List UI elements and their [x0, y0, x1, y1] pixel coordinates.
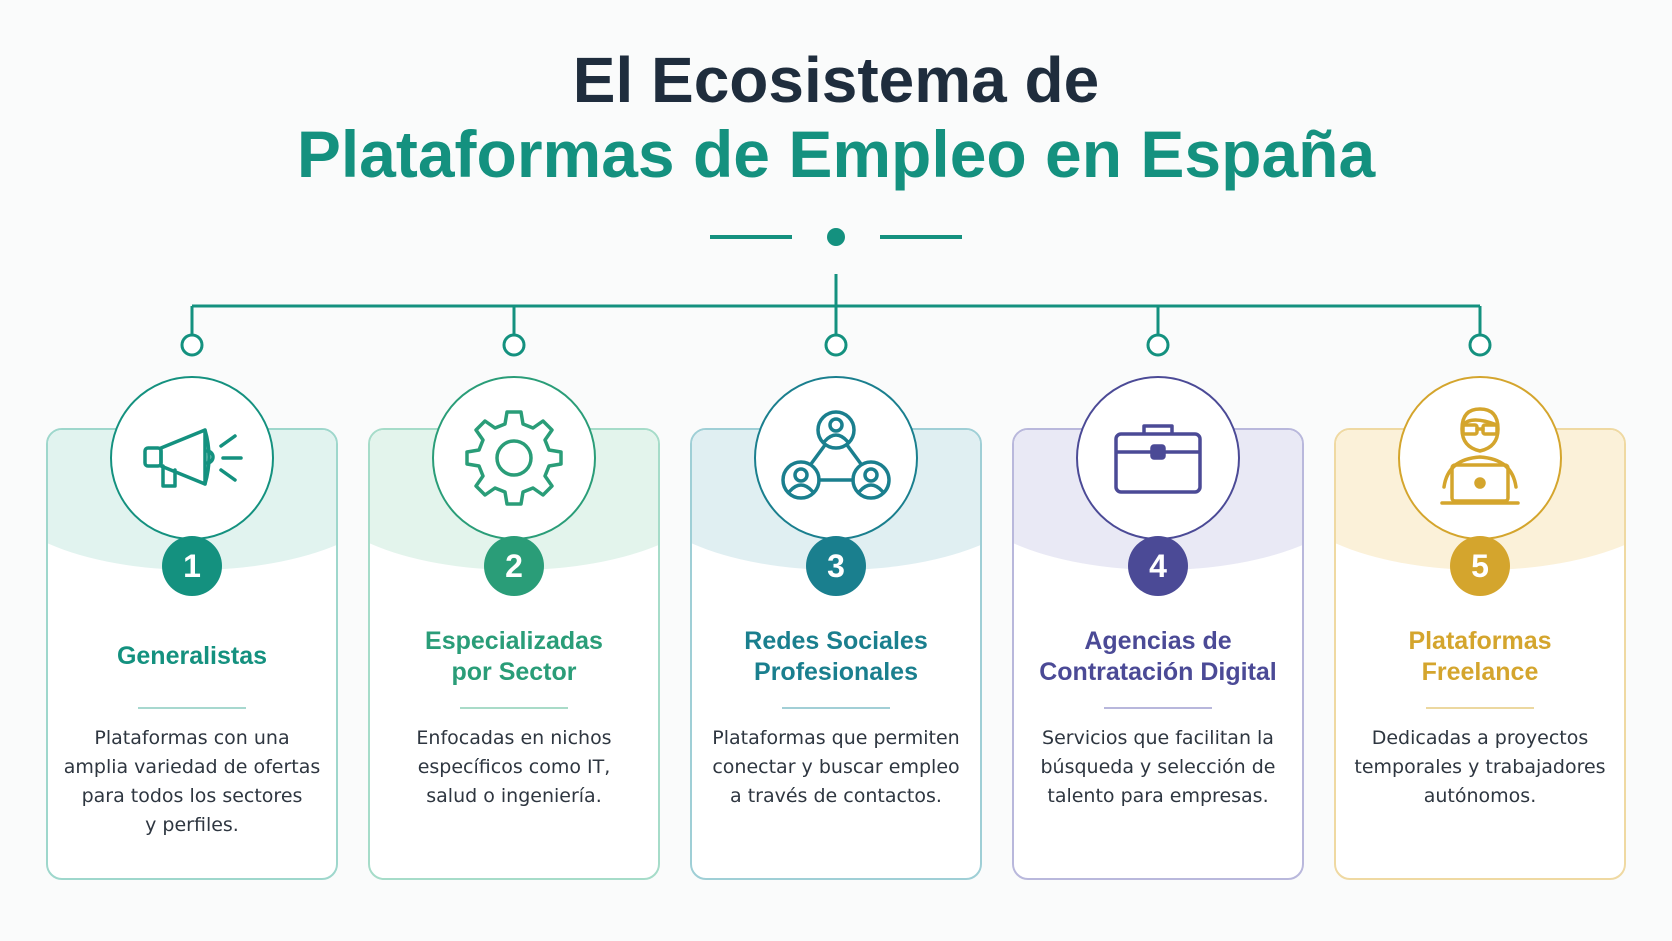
card-desc-1-line-3: para todos los sectores — [81, 785, 303, 807]
card-desc-5-line-3: autónomos. — [1423, 785, 1537, 807]
card-rule-5 — [1426, 707, 1534, 709]
card-title-3-line-1: Redes Sociales — [744, 627, 928, 655]
branch-node-2 — [502, 333, 526, 357]
card-rule-3 — [782, 707, 890, 709]
card-desc-3-line-1: Plataformas que permiten — [712, 727, 960, 749]
briefcase-icon — [1114, 424, 1202, 494]
icon-circle-2 — [432, 376, 596, 540]
card-title-4-line-2: Contratación Digital — [1039, 658, 1277, 686]
branch-node-5 — [1468, 333, 1492, 357]
branch-node-4 — [1146, 333, 1170, 357]
card-title-1-line-1: Generalistas — [116, 642, 268, 670]
card-title-2-line-1: Especializadas — [425, 627, 603, 655]
card-desc-4-line-1: Servicios que facilitan la — [1042, 727, 1274, 749]
card-desc-4: Servicios que facilitan la búsqueda y se… — [1012, 724, 1304, 811]
number-badge-1: 1 — [162, 536, 222, 596]
card-rule-4 — [1104, 707, 1212, 709]
card-desc-5: Dedicadas a proyectos temporales y traba… — [1334, 724, 1626, 811]
card-desc-2: Enfocadas en nichos específicos como IT,… — [368, 724, 660, 811]
icon-circle-5 — [1398, 376, 1562, 540]
card-title-3-line-2: Profesionales — [754, 658, 918, 686]
card-desc-2-line-3: salud o ingeniería. — [426, 785, 602, 807]
card-title-5: Plataformas Freelance — [1334, 626, 1626, 688]
number-badge-2: 2 — [484, 536, 544, 596]
card-title-3: Redes Sociales Profesionales — [690, 626, 982, 688]
card-desc-1-line-1: Plataformas con una — [94, 727, 290, 749]
card-desc-4-line-2: búsqueda y selección de — [1040, 756, 1276, 778]
card-desc-1: Plataformas con una amplia variedad de o… — [46, 724, 338, 840]
card-title-4-line-1: Agencias de — [1084, 627, 1232, 655]
card-desc-4-line-3: talento para empresas. — [1047, 785, 1269, 807]
card-title-4: Agencias de Contratación Digital — [1012, 626, 1304, 688]
card-title-5-line-1: Plataformas — [1408, 627, 1552, 655]
title-line-1: El Ecosistema de — [572, 44, 1100, 116]
branch-node-1 — [180, 333, 204, 357]
card-desc-3: Plataformas que permiten conectar y busc… — [690, 724, 982, 811]
card-desc-2-line-1: Enfocadas en nichos — [416, 727, 612, 749]
megaphone-icon — [143, 428, 243, 488]
card-especializadas — [368, 428, 660, 880]
icon-circle-4 — [1076, 376, 1240, 540]
card-desc-5-line-2: temporales y trabajadores — [1354, 756, 1606, 778]
number-badge-4: 4 — [1128, 536, 1188, 596]
branch-node-3 — [824, 333, 848, 357]
card-desc-3-line-2: conectar y buscar empleo — [712, 756, 960, 778]
number-badge-5: 5 — [1450, 536, 1510, 596]
network-icon — [781, 410, 891, 500]
title-line-2: Plataformas de Empleo en España — [296, 117, 1376, 191]
icon-circle-1 — [110, 376, 274, 540]
card-title-1: Generalistas — [46, 641, 338, 672]
freelancer-laptop-icon — [1440, 407, 1520, 505]
card-freelance — [1334, 428, 1626, 880]
card-title-5-line-2: Freelance — [1421, 658, 1539, 686]
card-desc-1-line-4: y perfiles. — [145, 814, 239, 836]
card-desc-2-line-2: específicos como IT, — [417, 756, 611, 778]
card-rule-2 — [460, 707, 568, 709]
icon-circle-3 — [754, 376, 918, 540]
card-title-2-line-2: por Sector — [451, 658, 577, 686]
title-block: El Ecosistema de Plataformas de Empleo e… — [0, 40, 1672, 194]
card-desc-1-line-2: amplia variedad de ofertas — [63, 756, 321, 778]
card-title-2: Especializadas por Sector — [368, 626, 660, 688]
number-badge-3: 3 — [806, 536, 866, 596]
card-desc-5-line-1: Dedicadas a proyectos — [1371, 727, 1589, 749]
card-desc-3-line-3: a través de contactos. — [730, 785, 942, 807]
ornament-center-dot — [827, 228, 845, 246]
gear-icon — [465, 410, 563, 506]
card-rule-1 — [138, 707, 246, 709]
